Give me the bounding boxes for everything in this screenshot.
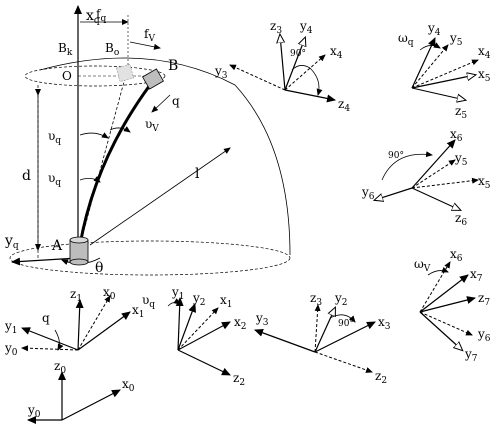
label-x5: x5 bbox=[478, 67, 491, 84]
label-90-c: 90° bbox=[338, 319, 354, 329]
label-y6b: y6 bbox=[477, 327, 491, 344]
label-yq: yq bbox=[4, 233, 19, 251]
base-cylinder-a bbox=[69, 236, 89, 266]
angle-arc-vv bbox=[109, 126, 131, 133]
frame-4-5 bbox=[411, 37, 479, 100]
label-z2: z2 bbox=[233, 371, 245, 388]
label-x4: x4 bbox=[330, 44, 343, 61]
label-l: l bbox=[195, 166, 200, 182]
label-o: O bbox=[62, 69, 72, 83]
label-z5: z5 bbox=[455, 104, 467, 121]
label-d: d bbox=[22, 168, 31, 184]
label-q: q bbox=[172, 94, 180, 108]
label-x0b: x0 bbox=[122, 377, 135, 394]
label-x1: x1 bbox=[132, 303, 145, 320]
arm-chord bbox=[79, 77, 126, 246]
label-y4: y4 bbox=[299, 19, 313, 36]
label-vq-upper: υq bbox=[48, 129, 61, 146]
label-z3b: z3 bbox=[310, 291, 322, 308]
label-x0: x0 bbox=[103, 285, 116, 302]
base-ellipse bbox=[9, 240, 291, 276]
main-scene bbox=[9, 5, 291, 276]
frame-5-6 bbox=[375, 139, 479, 210]
label-vq-lower: υq bbox=[48, 171, 61, 188]
label-z6: z6 bbox=[455, 211, 467, 228]
yq-axis bbox=[11, 257, 79, 266]
top-ellipse bbox=[24, 65, 166, 87]
label-y4b: y4 bbox=[427, 21, 441, 38]
label-xq: xq bbox=[86, 8, 100, 26]
label-bk: Bk bbox=[58, 41, 73, 58]
label-y0b: y0 bbox=[27, 403, 41, 420]
label-x6: x6 bbox=[450, 127, 463, 144]
label-y7: y7 bbox=[464, 347, 478, 364]
frame-0-1 bbox=[21, 295, 131, 352]
radius-l bbox=[89, 147, 231, 246]
label-bo: Bo bbox=[105, 41, 119, 58]
label-y6: y6 bbox=[361, 185, 375, 202]
label-x4b: x4 bbox=[478, 44, 491, 61]
label-b: B bbox=[168, 58, 178, 74]
label-90-a: 90° bbox=[290, 49, 306, 59]
label-z2b: z2 bbox=[375, 369, 387, 386]
end-effector-b bbox=[116, 64, 164, 90]
angle-arc-vq-upper bbox=[79, 132, 109, 139]
label-y1b: y1 bbox=[171, 285, 185, 302]
label-z1: z1 bbox=[70, 287, 82, 304]
label-x1b: x1 bbox=[220, 293, 233, 310]
label-wv: ωV bbox=[414, 257, 431, 274]
label-y5: y5 bbox=[449, 31, 463, 48]
label-y2: y2 bbox=[192, 291, 206, 308]
label-vq-b: υq bbox=[142, 293, 155, 310]
fv-dimension bbox=[129, 41, 161, 50]
label-y1: y1 bbox=[4, 319, 18, 336]
label-x5b: x5 bbox=[478, 174, 491, 191]
hemisphere-arc bbox=[39, 57, 291, 256]
label-x6b: x6 bbox=[450, 247, 463, 264]
frame-1-2 bbox=[167, 297, 231, 376]
frame-6-7 bbox=[419, 261, 476, 350]
label-theta: θ bbox=[95, 260, 103, 276]
label-z7: z7 bbox=[478, 291, 490, 308]
frame-2-3 bbox=[254, 304, 376, 373]
label-90-b: 90° bbox=[388, 151, 404, 161]
frame-0 bbox=[27, 371, 121, 424]
label-y5b: y5 bbox=[454, 151, 468, 168]
q-arrow bbox=[151, 94, 171, 113]
label-y3: y3 bbox=[214, 64, 228, 81]
label-y0: y0 bbox=[4, 341, 18, 358]
label-z3: z3 bbox=[270, 19, 282, 36]
label-z0: z0 bbox=[54, 359, 66, 376]
flexible-arm bbox=[78, 84, 152, 246]
label-q-b: q bbox=[42, 311, 50, 325]
label-z4: z4 bbox=[338, 97, 350, 114]
label-fv: fV bbox=[144, 27, 155, 44]
label-y3b: y3 bbox=[255, 311, 269, 328]
label-a: A bbox=[51, 238, 63, 254]
label-wq: ωq bbox=[398, 31, 414, 48]
label-x3: x3 bbox=[378, 315, 391, 332]
label-x2: x2 bbox=[234, 315, 247, 332]
frame-3-4 bbox=[229, 35, 336, 103]
label-fq: fq bbox=[96, 7, 106, 24]
label-x7: x7 bbox=[470, 267, 483, 284]
label-vv: υV bbox=[145, 117, 159, 134]
label-y2b: y2 bbox=[334, 291, 348, 308]
angle-arc-vq-lower bbox=[79, 176, 101, 183]
